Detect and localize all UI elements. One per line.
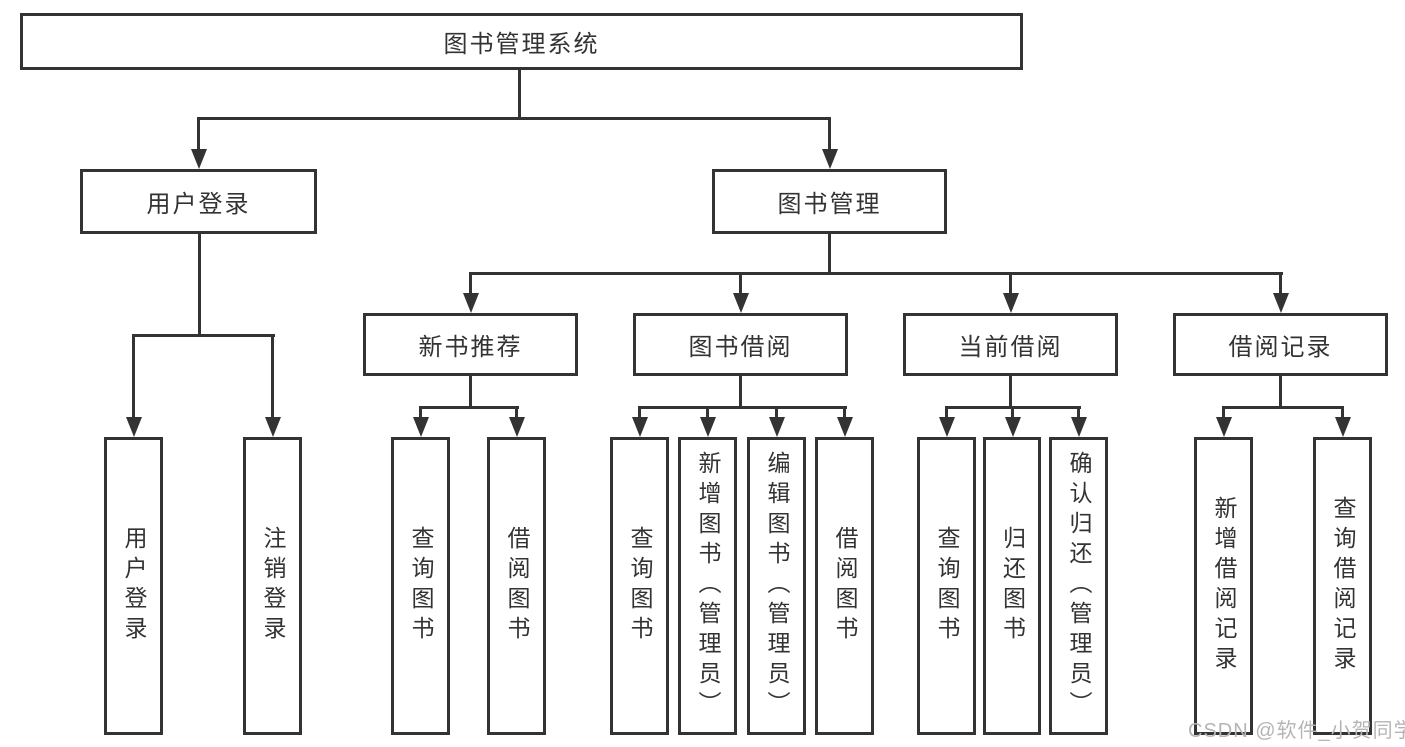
leaf-edit-book-admin: 编辑图书（管理员）	[747, 437, 806, 735]
leaf-label: 借阅图书	[832, 526, 858, 646]
arrowhead-icon	[733, 293, 749, 313]
arrowhead-icon	[769, 417, 785, 437]
leaf-add-book-admin: 新增图书（管理员）	[678, 437, 737, 735]
leaf-logout: 注销登录	[243, 437, 302, 735]
connector-drop	[1222, 406, 1225, 420]
connector-level2-drop-user-login	[197, 117, 200, 153]
arrowhead-icon	[1335, 417, 1351, 437]
connector-level3-hline	[469, 272, 1283, 275]
connector-drop	[638, 406, 641, 420]
connector-drop	[843, 406, 846, 420]
connector-drop	[775, 406, 778, 420]
connector-book-management-stem	[828, 234, 831, 275]
arrowhead-icon	[509, 417, 525, 437]
leaf-query-borrow-record: 查询借阅记录	[1313, 437, 1372, 735]
leaf-label: 注销登录	[260, 526, 286, 646]
node-label: 借阅记录	[1228, 334, 1333, 361]
node-borrowing-records: 借阅记录	[1173, 313, 1388, 376]
leaf-confirm-return-admin: 确认归还（管理员）	[1049, 437, 1108, 735]
node-label: 新书推荐	[418, 334, 523, 361]
leaf-label: 归还图书	[999, 526, 1026, 646]
node-label: 用户登录	[146, 191, 251, 218]
connector-user-login-stem	[198, 234, 201, 337]
arrowhead-icon	[837, 417, 853, 437]
leaf-label: 用户登录	[121, 526, 147, 646]
connector-book-borrow-stem	[739, 376, 742, 409]
node-current-borrowing: 当前借阅	[903, 313, 1118, 376]
connector-level3-drop-current-borrow	[1009, 272, 1012, 298]
arrowhead-icon	[700, 417, 716, 437]
node-book-borrowing: 图书借阅	[633, 313, 848, 376]
connector-new-book-hline	[419, 406, 519, 409]
leaf-query-books-recommend: 查询图书	[391, 437, 450, 735]
connector-root-stem	[518, 69, 521, 120]
connector-book-borrow-hline	[638, 406, 847, 409]
connector-drop-leaf-logout	[271, 334, 274, 422]
arrowhead-icon	[126, 417, 142, 437]
watermark: CSDN @软件_小贺同学	[1188, 720, 1405, 742]
arrowhead-icon	[265, 417, 281, 437]
connector-drop	[1341, 406, 1344, 420]
leaf-borrow-books-recommend: 借阅图书	[487, 437, 546, 735]
node-label: 图书管理系统	[443, 31, 600, 58]
connector-level3-drop-book-borrow	[739, 272, 742, 298]
connector-borrow-records-hline	[1222, 406, 1344, 409]
leaf-query-books-current: 查询图书	[917, 437, 976, 735]
arrowhead-icon	[413, 417, 429, 437]
node-book-management: 图书管理	[712, 169, 947, 234]
leaf-label: 查询图书	[627, 526, 653, 646]
arrowhead-icon	[1003, 293, 1019, 313]
connector-drop	[515, 406, 518, 420]
arrowhead-icon	[191, 149, 207, 169]
leaf-add-borrow-record: 新增借阅记录	[1194, 437, 1253, 735]
node-label: 当前借阅	[958, 334, 1063, 361]
leaf-user-login: 用户登录	[104, 437, 163, 735]
leaf-label: 编辑图书（管理员）	[764, 451, 790, 721]
leaf-label: 查询图书	[408, 526, 434, 646]
connector-current-borrow-stem	[1009, 376, 1012, 409]
leaf-label: 查询借阅记录	[1330, 496, 1356, 676]
node-label: 图书管理	[777, 191, 882, 218]
leaf-return-book: 归还图书	[983, 437, 1041, 735]
leaf-label: 新增借阅记录	[1211, 496, 1237, 676]
leaf-query-books: 查询图书	[610, 437, 669, 735]
connector-user-login-hline	[132, 334, 275, 337]
arrowhead-icon	[463, 293, 479, 313]
connector-new-book-stem	[469, 376, 472, 409]
connector-level3-drop-borrow-records	[1279, 272, 1282, 298]
leaf-label: 新增图书（管理员）	[695, 451, 721, 721]
connector-drop-leaf-user-login	[132, 334, 135, 422]
node-label: 图书借阅	[688, 334, 793, 361]
arrowhead-icon	[822, 149, 838, 169]
connector-drop	[1011, 406, 1014, 420]
arrowhead-icon	[1216, 417, 1232, 437]
connector-drop	[419, 406, 422, 420]
leaf-label: 借阅图书	[504, 526, 530, 646]
leaf-borrow-books: 借阅图书	[815, 437, 874, 735]
connector-level3-drop-new-book	[469, 272, 472, 298]
connector-drop	[945, 406, 948, 420]
leaf-label: 确认归还（管理员）	[1066, 451, 1092, 721]
connector-drop	[706, 406, 709, 420]
arrowhead-icon	[1005, 417, 1021, 437]
arrowhead-icon	[632, 417, 648, 437]
arrowhead-icon	[1071, 417, 1087, 437]
leaf-label: 查询图书	[934, 526, 960, 646]
node-user-login: 用户登录	[80, 169, 317, 234]
connector-borrow-records-stem	[1279, 376, 1282, 409]
arrowhead-icon	[1273, 293, 1289, 313]
connector-level2-hline	[197, 117, 831, 120]
node-library-management-system: 图书管理系统	[20, 13, 1023, 70]
node-new-book-recommendation: 新书推荐	[363, 313, 578, 376]
arrowhead-icon	[939, 417, 955, 437]
connector-level2-drop-book-management	[828, 117, 831, 153]
connector-drop	[1077, 406, 1080, 420]
